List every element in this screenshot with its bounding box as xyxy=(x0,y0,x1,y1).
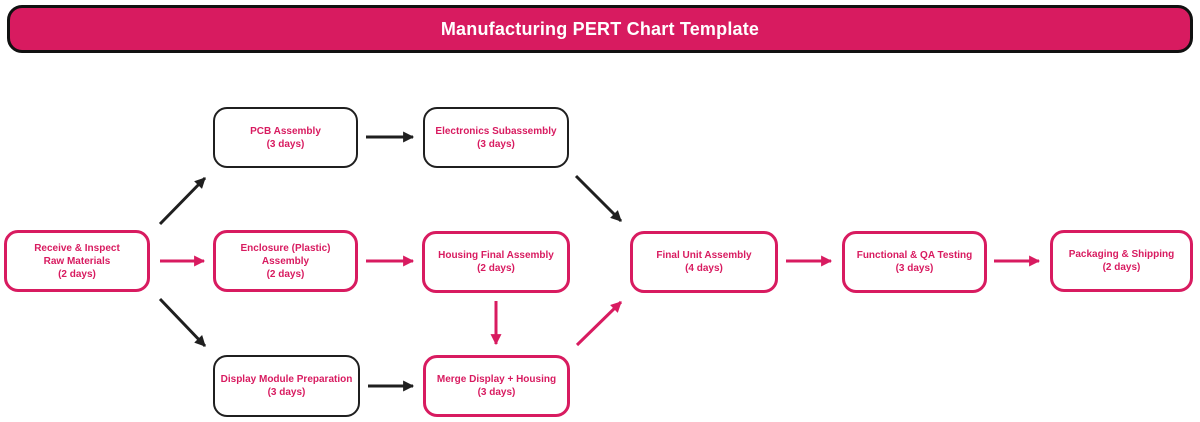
node-final-unit-assembly: Final Unit Assembly (4 days) xyxy=(630,231,778,293)
node-housing-final-assembly: Housing Final Assembly (2 days) xyxy=(422,231,570,293)
edge-electronics-subassembly--final-unit-assembly xyxy=(574,174,623,223)
node-receive-inspect-raw-materials: Receive & Inspect Raw Materials (2 days) xyxy=(4,230,150,292)
edge-receive-inspect-raw-materials--pcb-assembly xyxy=(158,176,207,226)
node-electronics-subassembly: Electronics Subassembly (3 days) xyxy=(423,107,569,168)
node-pcb-assembly: PCB Assembly (3 days) xyxy=(213,107,358,168)
edge-merge-display-housing--final-unit-assembly xyxy=(575,300,623,347)
node-display-module-preparation: Display Module Preparation (3 days) xyxy=(213,355,360,417)
node-packaging-shipping: Packaging & Shipping (2 days) xyxy=(1050,230,1193,292)
chart-title: Manufacturing PERT Chart Template xyxy=(440,18,760,39)
node-enclosure-plastic-assembly: Enclosure (Plastic) Assembly (2 days) xyxy=(213,230,358,292)
chart-title-bar: Manufacturing PERT Chart Template xyxy=(7,5,1193,53)
node-merge-display-housing: Merge Display + Housing (3 days) xyxy=(423,355,570,417)
node-functional-qa-testing: Functional & QA Testing (3 days) xyxy=(842,231,987,293)
edge-receive-inspect-raw-materials--display-module-preparation xyxy=(158,297,207,348)
